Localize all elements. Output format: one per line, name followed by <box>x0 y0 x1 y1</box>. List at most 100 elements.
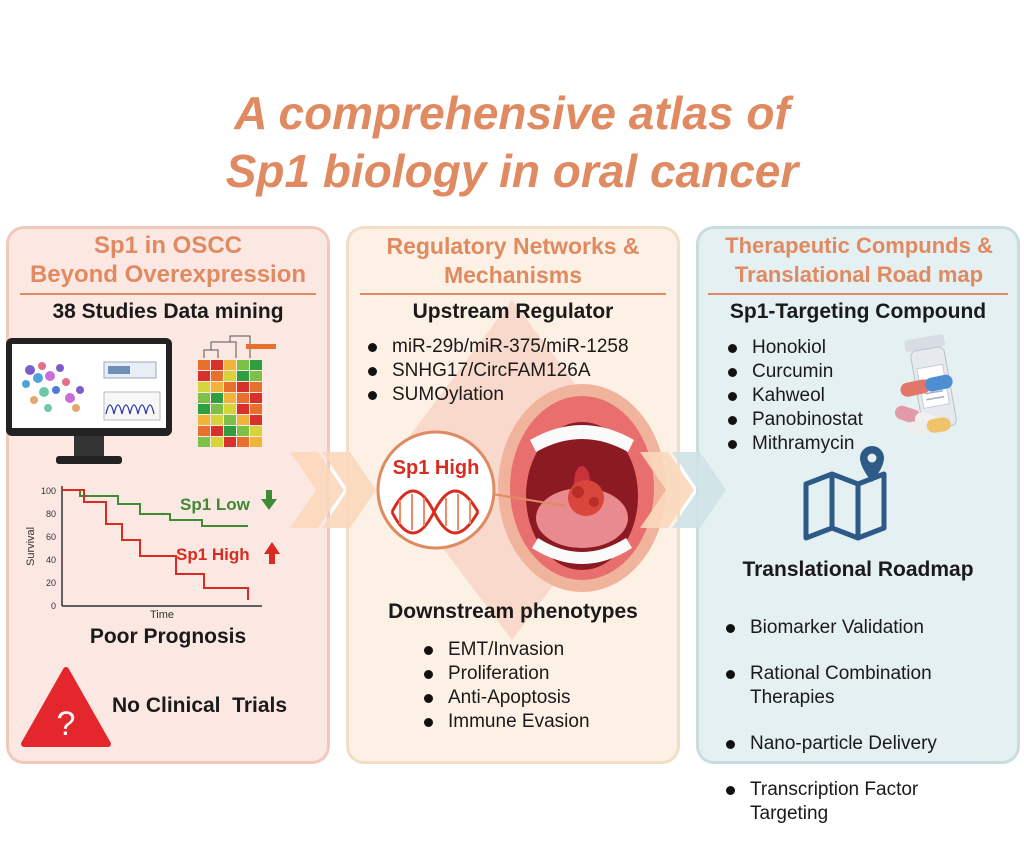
warning-question-mark: ? <box>57 705 76 743</box>
downstream-phenotypes-list: EMT/Invasion Proliferation Anti-Apoptosi… <box>424 638 590 734</box>
upstream-regulator-list: miR-29b/miR-375/miR-1258 SNHG17/CircFAM1… <box>368 335 629 407</box>
heatmap-cell <box>250 393 262 403</box>
compound-item: Kahweol <box>728 384 863 408</box>
heatmap-cell <box>250 437 262 447</box>
survival-x-label: Time <box>150 609 174 621</box>
upstream-item: miR-29b/miR-375/miR-1258 <box>368 335 629 359</box>
roadmap-item: Transcription Factor Targeting <box>726 778 937 826</box>
heatmap-cell <box>250 404 262 414</box>
heatmap-cell <box>224 426 236 436</box>
heatmap-cell <box>211 404 223 414</box>
heatmap-cell <box>250 371 262 381</box>
sp1-high-curve <box>62 489 249 600</box>
no-clinical-trials-label: No Clinical Trials <box>112 694 288 717</box>
right-panel-divider <box>708 293 1008 295</box>
roadmap-item: Biomarker Validation <box>726 616 937 640</box>
dna-helix-icon <box>390 489 480 535</box>
compound-item: Panobinostat <box>728 408 863 432</box>
roadmap-item: Nano-particle Delivery <box>726 732 937 756</box>
upstream-item: SNHG17/CircFAM126A <box>368 359 629 383</box>
downstream-item: EMT/Invasion <box>424 638 590 662</box>
arrow-up-icon <box>264 542 280 564</box>
poor-prognosis-label: Poor Prognosis <box>89 625 247 648</box>
compound-item: Curcumin <box>728 360 863 384</box>
left-panel-title-line1: Sp1 in OSCC <box>93 232 243 259</box>
heatmap-cell <box>198 371 210 381</box>
heatmap-cell <box>237 371 249 381</box>
heatmap-cell <box>198 404 210 414</box>
upstream-regulator-header: Upstream Regulator <box>412 300 614 323</box>
roadmap-list: Biomarker Validation Rational Combinatio… <box>726 594 937 848</box>
chevron-right-icon <box>640 452 726 528</box>
roadmap-item: Rational Combination Therapies <box>726 662 937 710</box>
compound-item: Honokiol <box>728 336 863 360</box>
heatmap-cell <box>224 360 236 370</box>
heatmap-cell <box>198 360 210 370</box>
sp1-low-label: Sp1 Low <box>180 495 251 514</box>
right-panel-title-line2: Translational Road map <box>734 262 984 287</box>
survival-y-tick-label: 40 <box>46 555 56 565</box>
left-panel <box>6 226 330 764</box>
survival-y-tick-label: 0 <box>51 601 56 611</box>
arrow-down-icon <box>261 490 277 510</box>
survival-y-tick-label: 80 <box>46 509 56 519</box>
downstream-item: Proliferation <box>424 662 590 686</box>
heatmap-cell <box>211 426 223 436</box>
heatmap-cell <box>224 382 236 392</box>
main-title-line2: Sp1 biology in oral cancer <box>225 145 799 197</box>
heatmap-cell <box>211 382 223 392</box>
roadmap-header: Translational Roadmap <box>742 558 974 581</box>
compound-header: Sp1-Targeting Compound <box>729 300 987 323</box>
data-mining-label: 38 Studies Data mining <box>52 300 284 323</box>
sp1-low-curve <box>62 489 248 527</box>
heatmap-cell <box>211 415 223 425</box>
heatmap-cell <box>198 415 210 425</box>
heatmap-cell <box>237 437 249 447</box>
heatmap-cell <box>224 415 236 425</box>
heatmap-cell <box>224 404 236 414</box>
heatmap-cell <box>224 371 236 381</box>
heatmap-cell <box>237 426 249 436</box>
downstream-item: Anti-Apoptosis <box>424 686 590 710</box>
middle-panel-title-line1: Regulatory Networks & <box>386 233 640 259</box>
heatmap-cell <box>237 415 249 425</box>
sp1-high-badge-label: Sp1 High <box>393 457 480 479</box>
right-panel-title-line1: Therapeutic Compunds & <box>725 233 993 258</box>
compound-item: Mithramycin <box>728 432 863 456</box>
survival-y-label: Survival <box>25 527 37 566</box>
heatmap-cell <box>224 393 236 403</box>
sp1-high-label: Sp1 High <box>176 545 250 564</box>
compound-list: Honokiol Curcumin Kahweol Panobinostat M… <box>728 336 863 456</box>
heatmap-cell <box>237 360 249 370</box>
survival-y-tick-label: 60 <box>46 532 56 542</box>
heatmap-cell <box>211 371 223 381</box>
left-panel-title-line2: Beyond Overexpression <box>29 261 307 288</box>
heatmap-cell <box>250 360 262 370</box>
heatmap-cell <box>250 382 262 392</box>
downstream-phenotypes-header: Downstream phenotypes <box>388 600 638 623</box>
downstream-item: Immune Evasion <box>424 710 590 734</box>
heatmap-cell <box>250 415 262 425</box>
main-title-line1: A comprehensive atlas of <box>234 87 790 139</box>
heatmap-color-key <box>246 344 276 349</box>
middle-panel-divider <box>360 293 666 295</box>
heatmap-cell <box>211 360 223 370</box>
heatmap-cell <box>237 382 249 392</box>
heatmap-cell <box>198 382 210 392</box>
survival-y-tick-label: 100 <box>41 486 56 496</box>
heatmap-cell <box>198 393 210 403</box>
chevron-right-icon <box>290 452 376 528</box>
heatmap-cell <box>211 437 223 447</box>
heatmap-cell <box>237 393 249 403</box>
survival-y-tick-label: 20 <box>46 578 56 588</box>
heatmap-cell <box>237 404 249 414</box>
